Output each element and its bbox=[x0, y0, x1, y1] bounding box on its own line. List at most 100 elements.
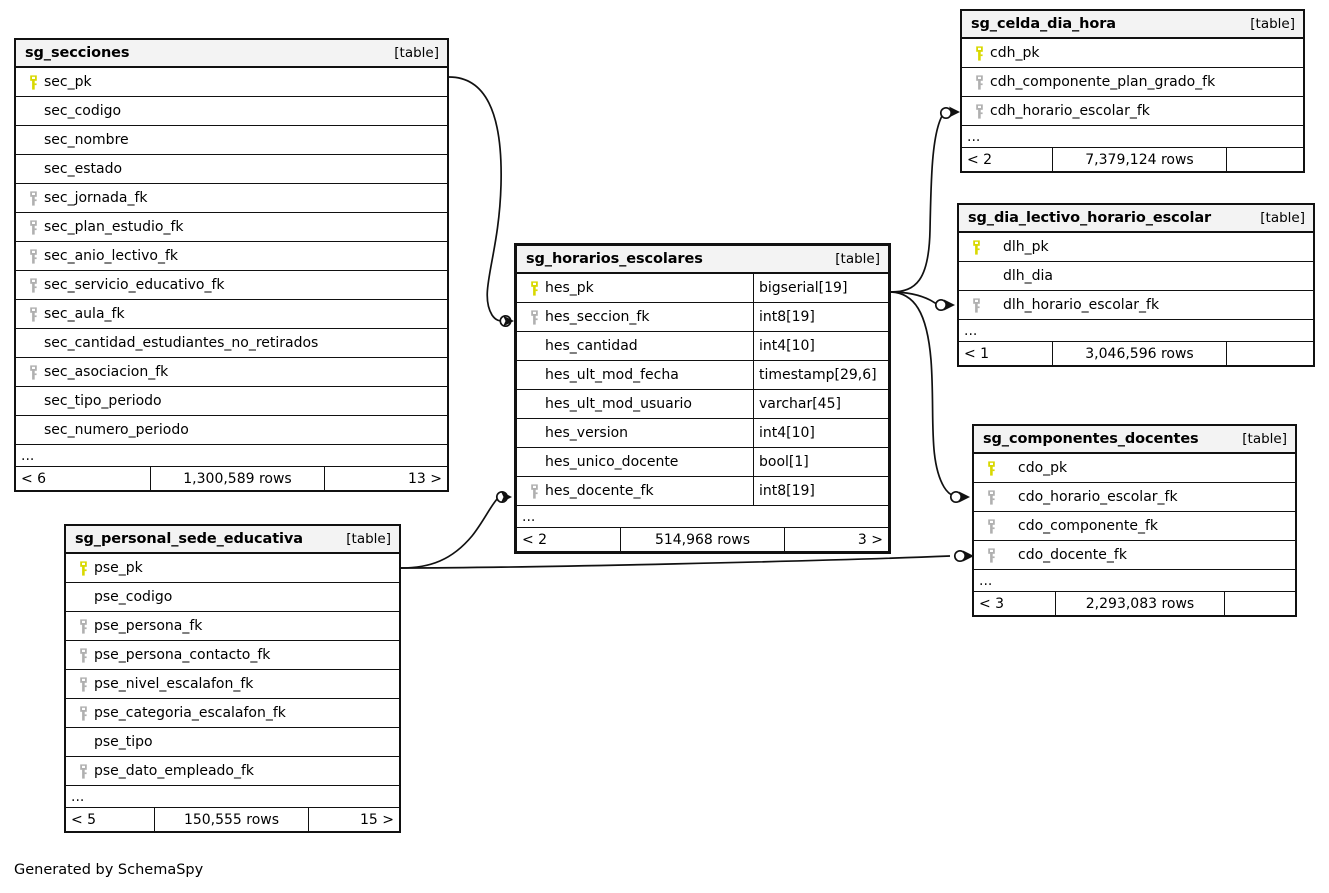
column-row-pse_categoria_escalafon_fk[interactable]: pse_categoria_escalafon_fk bbox=[66, 699, 399, 728]
more-columns-ellipsis[interactable]: ... bbox=[517, 506, 888, 528]
column-row-pse_pk[interactable]: pse_pk bbox=[66, 554, 399, 583]
column-row-cdh_horario_escolar_fk[interactable]: cdh_horario_escolar_fk bbox=[962, 97, 1303, 126]
column-row-dlh_horario_escolar_fk[interactable]: dlh_horario_escolar_fk bbox=[959, 291, 1313, 320]
column-row-dlh_dia[interactable]: dlh_dia bbox=[959, 262, 1313, 291]
more-columns-ellipsis[interactable]: ... bbox=[962, 126, 1303, 148]
table-header-sg_dia_lectivo_horario_escolar[interactable]: sg_dia_lectivo_horario_escolar[table] bbox=[959, 205, 1313, 233]
table-box-sg_dia_lectivo_horario_escolar[interactable]: sg_dia_lectivo_horario_escolar[table]dlh… bbox=[957, 203, 1315, 367]
column-row-sec_codigo[interactable]: sec_codigo bbox=[16, 97, 447, 126]
table-header-sg_horarios_escolares[interactable]: sg_horarios_escolares[table] bbox=[517, 246, 888, 274]
more-columns-ellipsis[interactable]: ... bbox=[974, 570, 1295, 592]
column-row-cdh_pk[interactable]: cdh_pk bbox=[962, 39, 1303, 68]
footer-children-count[interactable]: 15 > bbox=[360, 811, 394, 828]
column-label: dlh_dia bbox=[1003, 268, 1054, 284]
column-row-pse_tipo[interactable]: pse_tipo bbox=[66, 728, 399, 757]
footer-parents-count[interactable]: < 2 bbox=[967, 151, 993, 168]
column-row-cdh_componente_plan_grado_fk[interactable]: cdh_componente_plan_grado_fk bbox=[962, 68, 1303, 97]
footer-row-count: 7,379,124 rows bbox=[1052, 148, 1227, 171]
column-row-dlh_pk[interactable]: dlh_pk bbox=[959, 233, 1313, 262]
table-box-sg_secciones[interactable]: sg_secciones[table]sec_pk sec_codigo sec_n… bbox=[14, 38, 449, 492]
column-row-sec_plan_estudio_fk[interactable]: sec_plan_estudio_fk bbox=[16, 213, 447, 242]
column-label: sec_cantidad_estudiantes_no_retirados bbox=[44, 335, 319, 351]
column-label: cdh_pk bbox=[990, 45, 1040, 61]
column-row-sec_jornada_fk[interactable]: sec_jornada_fk bbox=[16, 184, 447, 213]
column-type: int8[19] bbox=[753, 303, 888, 331]
column-label: hes_docente_fk bbox=[545, 483, 654, 499]
footer-parents-count[interactable]: < 6 bbox=[21, 470, 47, 487]
table-kind-label: [table] bbox=[1250, 16, 1295, 32]
column-label: sec_codigo bbox=[44, 103, 122, 119]
footer-children-count[interactable]: 3 > bbox=[857, 531, 883, 548]
column-name-cell: sec_anio_lectivo_fk bbox=[16, 242, 447, 270]
column-label: hes_ult_mod_usuario bbox=[545, 396, 692, 412]
column-row-sec_cantidad_estudiantes_no_retirados[interactable]: sec_cantidad_estudiantes_no_retirados bbox=[16, 329, 447, 358]
foreign-key-icon bbox=[24, 306, 42, 322]
column-row-pse_nivel_escalafon_fk[interactable]: pse_nivel_escalafon_fk bbox=[66, 670, 399, 699]
column-row-sec_pk[interactable]: sec_pk bbox=[16, 68, 447, 97]
table-footer-sg_horarios_escolares: < 2 514,968 rows 3 > bbox=[517, 528, 888, 551]
column-row-sec_nombre[interactable]: sec_nombre bbox=[16, 126, 447, 155]
table-header-sg_personal_sede_educativa[interactable]: sg_personal_sede_educativa[table] bbox=[66, 526, 399, 554]
footer-children-count[interactable] bbox=[1227, 148, 1303, 171]
column-row-sec_anio_lectivo_fk[interactable]: sec_anio_lectivo_fk bbox=[16, 242, 447, 271]
foreign-key-icon bbox=[967, 297, 985, 313]
column-name-cell: dlh_dia bbox=[959, 262, 1313, 290]
no-key-spacer bbox=[525, 338, 543, 354]
no-key-spacer bbox=[24, 132, 42, 148]
table-title: sg_secciones bbox=[25, 45, 130, 61]
more-columns-ellipsis[interactable]: ... bbox=[66, 786, 399, 808]
more-columns-ellipsis[interactable]: ... bbox=[16, 445, 447, 467]
column-label: pse_codigo bbox=[94, 589, 173, 605]
column-label: sec_tipo_periodo bbox=[44, 393, 162, 409]
footer-children-count[interactable]: 13 > bbox=[408, 470, 442, 487]
primary-key-icon bbox=[74, 560, 92, 576]
column-row-pse_dato_empleado_fk[interactable]: pse_dato_empleado_fk bbox=[66, 757, 399, 786]
footer-row-count: 514,968 rows bbox=[620, 528, 785, 551]
column-row-sec_aula_fk[interactable]: sec_aula_fk bbox=[16, 300, 447, 329]
column-row-cdo_componente_fk[interactable]: cdo_componente_fk bbox=[974, 512, 1295, 541]
column-row-cdo_pk[interactable]: cdo_pk bbox=[974, 454, 1295, 483]
column-row-pse_persona_fk[interactable]: pse_persona_fk bbox=[66, 612, 399, 641]
column-row-pse_persona_contacto_fk[interactable]: pse_persona_contacto_fk bbox=[66, 641, 399, 670]
column-row-sec_asociacion_fk[interactable]: sec_asociacion_fk bbox=[16, 358, 447, 387]
table-header-sg_componentes_docentes[interactable]: sg_componentes_docentes[table] bbox=[974, 426, 1295, 454]
column-row-sec_servicio_educativo_fk[interactable]: sec_servicio_educativo_fk bbox=[16, 271, 447, 300]
column-row-sec_numero_periodo[interactable]: sec_numero_periodo bbox=[16, 416, 447, 445]
column-row-cdo_docente_fk[interactable]: cdo_docente_fk bbox=[974, 541, 1295, 570]
table-title: sg_personal_sede_educativa bbox=[75, 531, 303, 547]
foreign-key-icon bbox=[74, 676, 92, 692]
column-row-sec_tipo_periodo[interactable]: sec_tipo_periodo bbox=[16, 387, 447, 416]
column-name-cell: cdo_horario_escolar_fk bbox=[974, 483, 1295, 511]
footer-parents-count[interactable]: < 2 bbox=[522, 531, 548, 548]
table-header-sg_celda_dia_hora[interactable]: sg_celda_dia_hora[table] bbox=[962, 11, 1303, 39]
table-title: sg_dia_lectivo_horario_escolar bbox=[968, 210, 1212, 226]
column-type: bool[1] bbox=[753, 448, 888, 476]
footer-parents-count[interactable]: < 5 bbox=[71, 811, 97, 828]
column-label: cdh_componente_plan_grado_fk bbox=[990, 74, 1216, 90]
footer-parents-count[interactable]: < 1 bbox=[964, 345, 990, 362]
more-columns-ellipsis[interactable]: ... bbox=[959, 320, 1313, 342]
footer-children-count[interactable] bbox=[1227, 342, 1313, 365]
column-row-sec_estado[interactable]: sec_estado bbox=[16, 155, 447, 184]
table-box-sg_celda_dia_hora[interactable]: sg_celda_dia_hora[table] cdh_pk cdh_compon… bbox=[960, 9, 1305, 173]
primary-key-icon bbox=[24, 74, 42, 90]
footer-row-count: 3,046,596 rows bbox=[1052, 342, 1227, 365]
table-header-sg_secciones[interactable]: sg_secciones[table] bbox=[16, 40, 447, 68]
footer-children-count[interactable] bbox=[1225, 592, 1295, 615]
footer-parents-count[interactable]: < 3 bbox=[979, 595, 1005, 612]
column-row-pse_codigo[interactable]: pse_codigo bbox=[66, 583, 399, 612]
column-row-cdo_horario_escolar_fk[interactable]: cdo_horario_escolar_fk bbox=[974, 483, 1295, 512]
table-footer-sg_celda_dia_hora: < 2 7,379,124 rows bbox=[962, 148, 1303, 171]
foreign-key-icon bbox=[24, 219, 42, 235]
